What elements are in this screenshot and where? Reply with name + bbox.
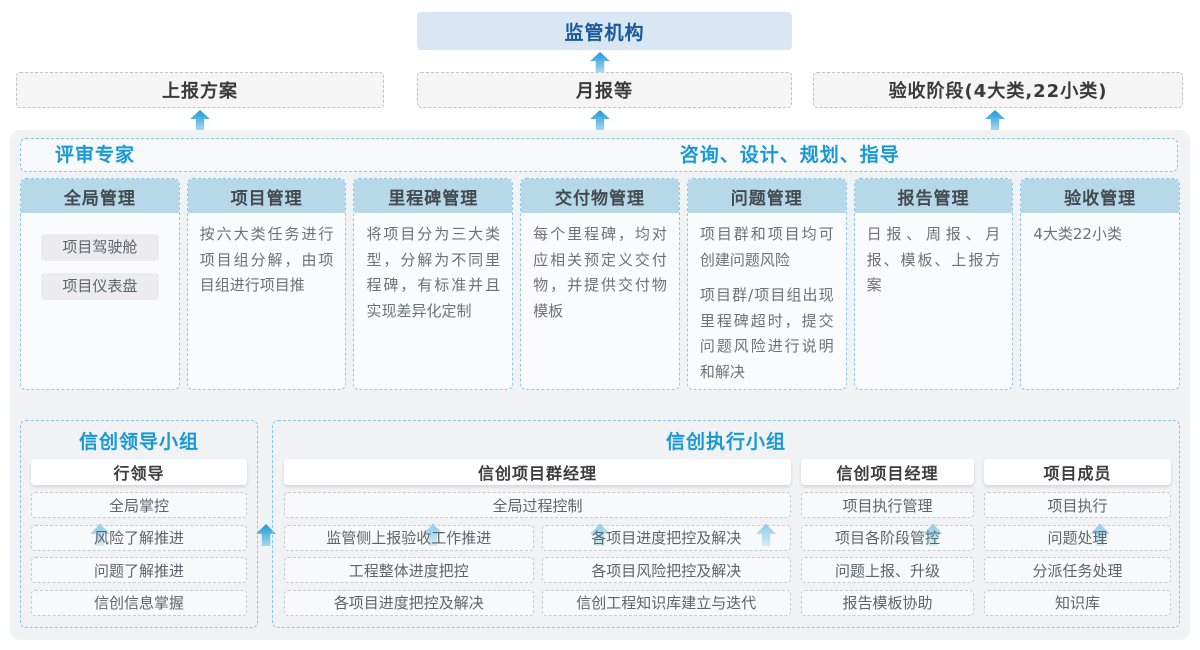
pmg-item: 监管侧上报验收工作推进 xyxy=(284,524,534,551)
column-title: 报告管理 xyxy=(854,179,1013,213)
column-body: 将项目分为三大类型，分解为不同里程碑，有标准并且实现差异化定制 xyxy=(366,225,501,320)
pmg-item-full: 全局过程控制 xyxy=(284,492,791,518)
member-item: 项目执行 xyxy=(984,492,1171,518)
column-issue-mgmt: 问题管理 项目群和项目均可创建问题风险 项目群/项目组出现里程碑超时，提交问题风… xyxy=(686,178,847,390)
management-columns: 全局管理 项目驾驶舱 项目仪表盘 项目管理 按六大类任务进行项目组分解，由项目组… xyxy=(20,178,1181,390)
column-title: 里程碑管理 xyxy=(354,179,513,213)
column-title: 交付物管理 xyxy=(521,179,679,213)
pm-item: 项目各阶段管控 xyxy=(801,524,974,551)
leadership-group-title: 信创领导小组 xyxy=(78,430,199,453)
pmg-item: 信创工程知识库建立与迭代 xyxy=(541,589,791,616)
column-title: 项目管理 xyxy=(187,179,346,213)
column-title: 问题管理 xyxy=(687,179,846,213)
role-bank-leader: 行领导 xyxy=(31,459,247,485)
pmg-row: 各项目进度把控及解决 信创工程知识库建立与迭代 xyxy=(284,589,791,623)
lead-item: 信创信息掌握 xyxy=(31,589,247,616)
column-title: 验收管理 xyxy=(1021,179,1180,213)
lead-item: 全局掌控 xyxy=(31,492,247,518)
member-item: 知识库 xyxy=(984,589,1171,616)
report-box-acceptance: 验收阶段(4大类,22小类) xyxy=(813,72,1183,108)
column-global-mgmt: 全局管理 项目驾驶舱 项目仪表盘 xyxy=(20,178,180,390)
column-title: 全局管理 xyxy=(21,179,179,213)
execution-group-title: 信创执行小组 xyxy=(665,430,786,453)
pmg-row: 监管侧上报验收工作推进 各项目进度把控及解决 xyxy=(284,524,791,558)
pmg-row: 工程整体进度把控 各项目风险把控及解决 xyxy=(284,557,791,590)
regulator-box: 监管机构 xyxy=(417,12,792,50)
up-arrow-icon xyxy=(190,110,210,130)
up-arrow-icon xyxy=(590,52,610,72)
lead-item: 风险了解推进 xyxy=(31,524,247,551)
main-container: 评审专家 咨询、设计、规划、指导 全局管理 项目驾驶舱 项目仪表盘 项目管理 按… xyxy=(10,130,1190,640)
leadership-group-body: 行领导 全局掌控 风险了解推进 问题了解推进 信创信息掌握 xyxy=(21,459,257,616)
column-body: 日报、周报、月报、模板、上报方案 xyxy=(866,225,1001,294)
chip-project-cockpit: 项目驾驶舱 xyxy=(41,234,159,261)
column-acceptance-mgmt: 验收管理 4大类22小类 xyxy=(1020,178,1181,390)
column-deliverable-mgmt: 交付物管理 每个里程碑，均对应相关预定义交付物，并提供交付物模板 xyxy=(520,178,680,390)
role-project-member: 项目成员 xyxy=(984,459,1171,485)
project-manager-block: 信创项目经理 项目执行管理 项目各阶段管控 问题上报、升级 报告模板协助 xyxy=(801,459,974,622)
column-report-mgmt: 报告管理 日报、周报、月报、模板、上报方案 xyxy=(853,178,1014,390)
chip-project-dashboard: 项目仪表盘 xyxy=(41,273,159,300)
expert-right-label: 咨询、设计、规划、指导 xyxy=(679,144,900,166)
pm-item: 报告模板协助 xyxy=(801,589,974,616)
program-manager-block: 信创项目群经理 全局过程控制 监管侧上报验收工作推进 各项目进度把控及解决 工程… xyxy=(284,459,791,622)
pm-item: 问题上报、升级 xyxy=(801,557,974,583)
column-body: 每个里程碑，均对应相关预定义交付物，并提供交付物模板 xyxy=(533,225,667,320)
role-project-manager: 信创项目经理 xyxy=(801,459,974,485)
column-body: 项目驾驶舱 项目仪表盘 xyxy=(21,213,179,311)
lead-item: 问题了解推进 xyxy=(31,557,247,583)
column-body: 4大类22小类 xyxy=(1033,225,1122,243)
pm-item: 项目执行管理 xyxy=(801,492,974,518)
expert-left-label: 评审专家 xyxy=(55,144,136,166)
pmg-item: 各项目进度把控及解决 xyxy=(541,524,791,551)
issue-paragraph: 项目群和项目均可创建问题风险 xyxy=(699,225,834,269)
pmg-item: 各项目进度把控及解决 xyxy=(284,589,534,616)
up-arrow-icon xyxy=(590,110,610,130)
column-milestone-mgmt: 里程碑管理 将项目分为三大类型，分解为不同里程碑，有标准并且实现差异化定制 xyxy=(353,178,514,390)
issue-paragraph: 项目群/项目组出现里程碑超时，提交问题风险进行说明和解决 xyxy=(699,286,834,381)
report-box-monthly: 月报等 xyxy=(417,72,792,108)
pmg-item: 各项目风险把控及解决 xyxy=(541,557,791,583)
pmg-item: 工程整体进度把控 xyxy=(284,557,534,583)
up-arrow-icon xyxy=(985,110,1005,130)
role-program-manager: 信创项目群经理 xyxy=(284,459,791,485)
report-box-plan: 上报方案 xyxy=(16,72,384,108)
member-item: 分派任务处理 xyxy=(984,557,1171,583)
execution-group: 信创执行小组 信创项目群经理 全局过程控制 监管侧上报验收工作推进 各项目进度把… xyxy=(272,420,1180,628)
column-project-mgmt: 项目管理 按六大类任务进行项目组分解，由项目组进行项目推 xyxy=(186,178,347,390)
member-item: 问题处理 xyxy=(984,524,1171,551)
project-member-block: 项目成员 项目执行 问题处理 分派任务处理 知识库 xyxy=(984,459,1171,622)
leadership-group: 信创领导小组 行领导 全局掌控 风险了解推进 问题了解推进 信创信息掌握 xyxy=(20,420,258,628)
column-body: 项目群和项目均可创建问题风险 项目群/项目组出现里程碑超时，提交问题风险进行说明… xyxy=(688,213,846,389)
experts-bar: 评审专家 咨询、设计、规划、指导 xyxy=(20,138,1178,172)
column-body: 按六大类任务进行项目组分解，由项目组进行项目推 xyxy=(199,225,334,294)
